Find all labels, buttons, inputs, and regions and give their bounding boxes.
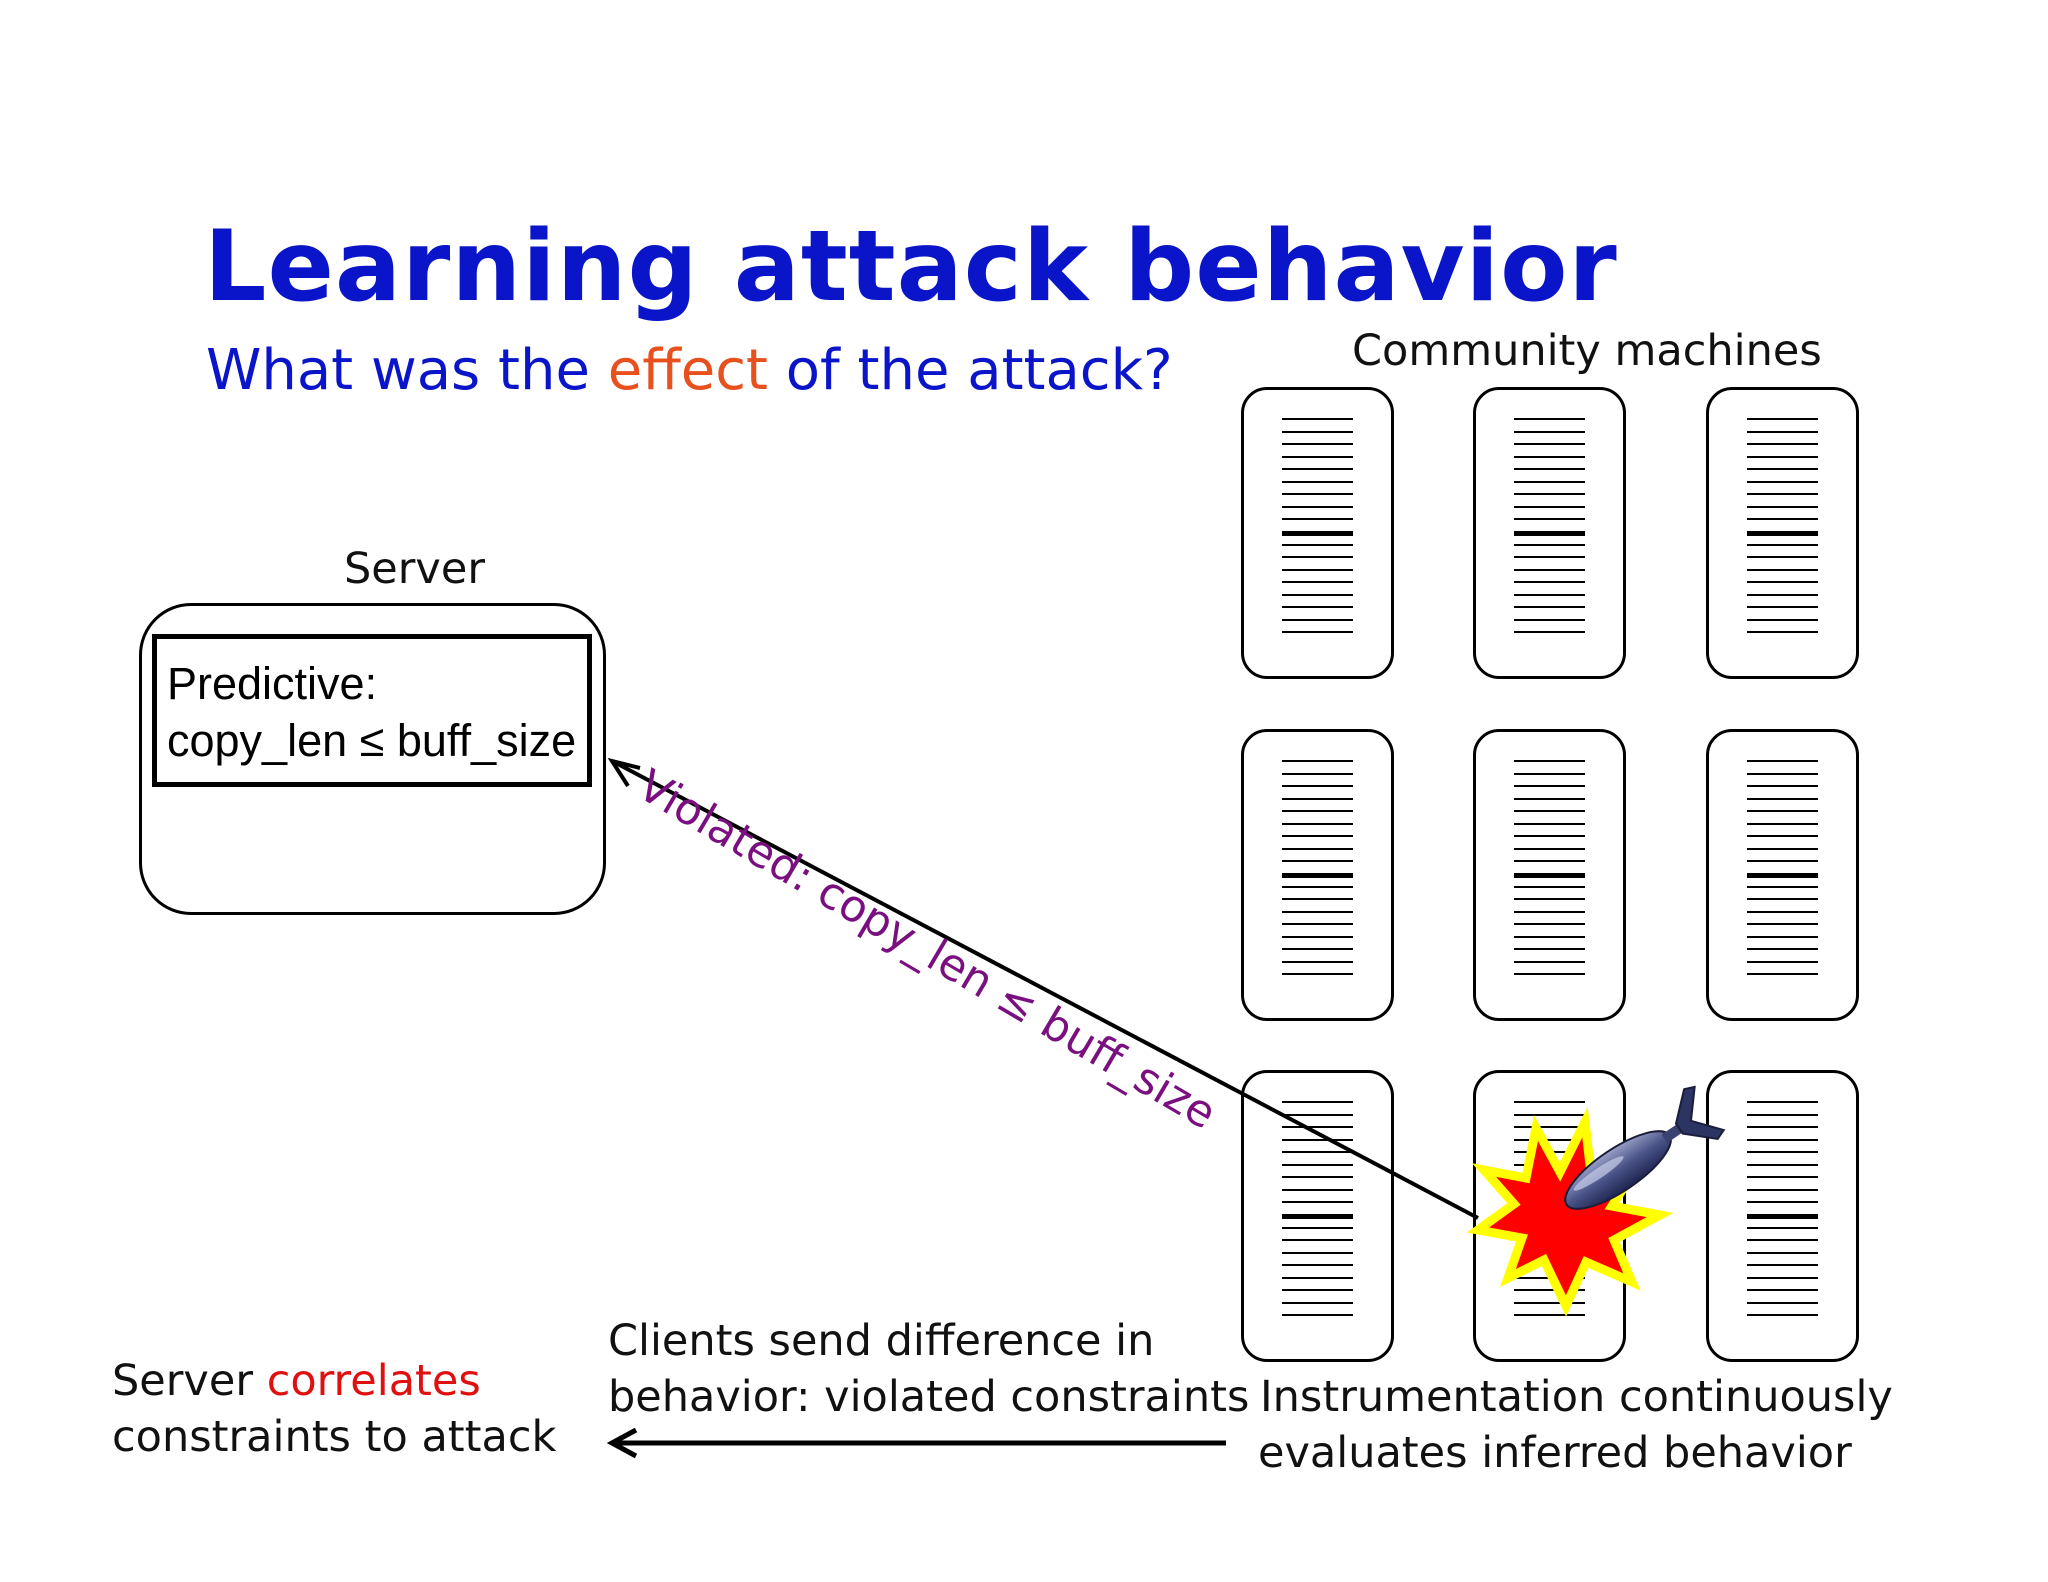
community-machine	[1241, 1070, 1394, 1362]
violated-constraint-label: Violated: copy_len ≤ buff_size	[629, 760, 1225, 1140]
clients-note-line2: behavior: violated constraints	[608, 1372, 1250, 1422]
predictive-constraint: copy_len ≤ buff_size	[167, 715, 577, 766]
server-label: Server	[344, 544, 486, 594]
community-machines-label: Community machines	[1352, 326, 1822, 376]
community-machine	[1706, 1070, 1859, 1362]
instrumentation-note-line2: evaluates inferred behavior	[1258, 1428, 1852, 1478]
community-machine	[1706, 387, 1859, 679]
community-machine	[1473, 1070, 1626, 1362]
slide-title: Learning attack behavior	[204, 210, 1618, 324]
server-note-line2: constraints to attack	[112, 1412, 557, 1462]
subtitle-part2: of the attack?	[767, 338, 1173, 403]
community-machine	[1473, 387, 1626, 679]
machine-trace-lines	[1282, 418, 1353, 644]
machine-trace-lines	[1514, 1101, 1585, 1327]
machine-trace-lines	[1747, 760, 1818, 986]
machine-trace-lines	[1514, 418, 1585, 644]
community-machine	[1241, 729, 1394, 1021]
machine-trace-lines	[1282, 1101, 1353, 1327]
machine-trace-lines	[1747, 418, 1818, 644]
machine-trace-lines	[1282, 760, 1353, 986]
server-note-part1: Server	[112, 1356, 267, 1406]
community-machine	[1706, 729, 1859, 1021]
community-machine	[1473, 729, 1626, 1021]
predictive-label: Predictive:	[167, 658, 378, 709]
subtitle-accent: effect	[607, 338, 768, 403]
clients-send-arrow	[606, 1427, 1226, 1459]
machine-trace-lines	[1514, 760, 1585, 986]
server-box	[139, 603, 606, 915]
machine-trace-lines	[1747, 1101, 1818, 1327]
community-machine	[1241, 387, 1394, 679]
subtitle-part1: What was the	[206, 338, 608, 403]
server-note-line1: Server correlates	[112, 1356, 481, 1406]
instrumentation-note-line1: Instrumentation continuously	[1260, 1372, 1893, 1422]
predictive-constraint-box	[152, 634, 592, 787]
slide-subtitle: What was the effect of the attack?	[206, 338, 1173, 403]
clients-note-line1: Clients send difference in	[608, 1316, 1155, 1366]
server-note-accent: correlates	[266, 1356, 481, 1406]
